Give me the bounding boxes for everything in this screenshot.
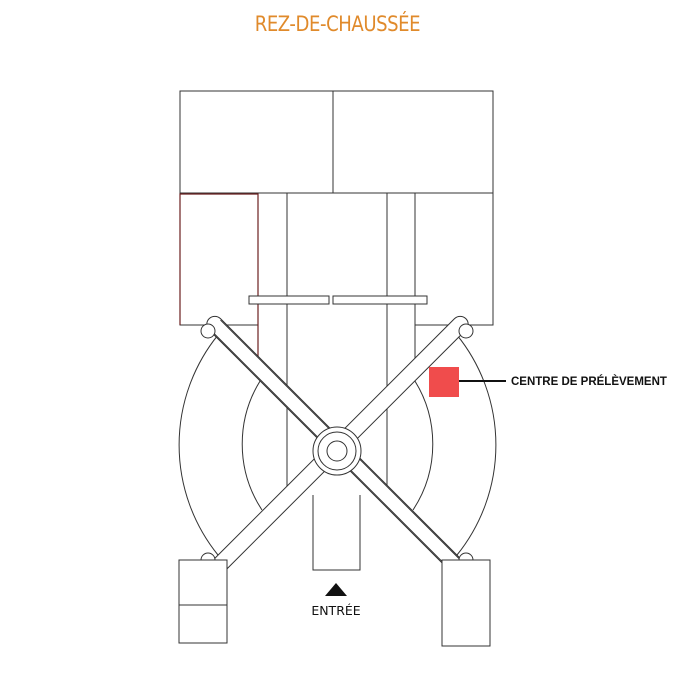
location-marker[interactable] [429, 367, 459, 397]
outer-arc-left [178, 334, 219, 556]
room-mid-right [414, 192, 494, 326]
walkway-cap [458, 323, 474, 339]
walkway-cap [200, 323, 216, 339]
room-bottom-left-upper [178, 559, 228, 606]
outer-arc-right [456, 334, 497, 556]
floor-title: REZ-DE-CHAUSSÉE [254, 12, 421, 36]
room-bottom-right [441, 559, 491, 647]
room-top-left [179, 90, 334, 194]
up-triangle-icon [325, 583, 347, 596]
room-bottom-left-lower [178, 604, 228, 644]
crossbar-right [332, 295, 428, 305]
upper-building [179, 90, 494, 500]
entrance-corridor [312, 495, 361, 571]
rotunda-arcs [178, 334, 497, 556]
rotunda-inner-ring [326, 440, 348, 462]
location-label: CENTRE DE PRÉLÈVEMENT [511, 375, 667, 388]
entrance-label: ENTRÉE [311, 603, 360, 618]
entrance-marker: ENTRÉE [311, 583, 361, 618]
highlight-wall [179, 193, 259, 368]
crossbar-left [248, 295, 330, 305]
central-rotunda [312, 426, 362, 476]
inner-arc-left [241, 377, 263, 511]
bottom-rooms [178, 559, 491, 647]
inner-arc-right [412, 377, 434, 511]
room-top-right [332, 90, 494, 194]
room-mid-left [179, 192, 259, 326]
location-sampling-centre[interactable]: CENTRE DE PRÉLÈVEMENT [429, 367, 667, 397]
